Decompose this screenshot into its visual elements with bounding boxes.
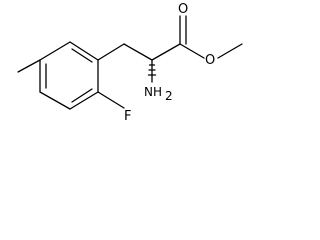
ring-bond-5 (39, 91, 71, 110)
oxygen-ester-label: O (205, 53, 215, 68)
structure-canvas: O O NH 2 F (0, 0, 254, 136)
ch2-bond (97, 43, 125, 61)
fluorine-bond (97, 91, 125, 109)
methyl-bond (17, 59, 41, 73)
ring-bond-2 (69, 41, 99, 61)
molecule-drawing: O O NH 2 F (17, 2, 243, 124)
amine-label: NH (144, 85, 162, 99)
carbonyl-bond (151, 43, 181, 61)
amine-subscript: 2 (165, 89, 173, 103)
alpha-carbon-bond (123, 43, 153, 61)
ring-bond-4 (69, 91, 99, 110)
ring-double-bond-1 (71, 48, 93, 63)
stereo-bond-amine (147, 59, 157, 83)
oxygen-carbonyl-label: O (178, 2, 188, 17)
ester-bond (179, 43, 205, 59)
methoxy-bond (217, 43, 243, 59)
ring-bond-1 (39, 41, 71, 61)
ring-double-bond-2 (71, 88, 93, 103)
fluorine-label: F (124, 109, 131, 124)
